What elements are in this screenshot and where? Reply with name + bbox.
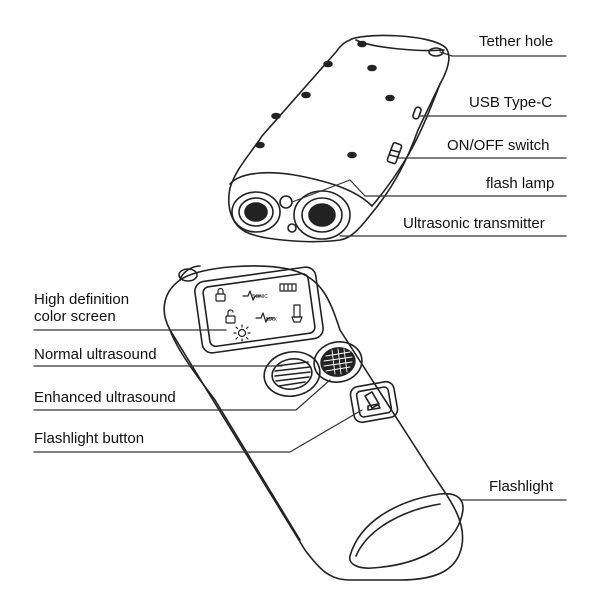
enhanced-ultrasound-speaker [313, 341, 363, 383]
top-device-side-edge [371, 83, 441, 207]
label-usb-type-c: USB Type-C [469, 94, 553, 111]
screen-bezel [194, 266, 324, 354]
label-flashlight: Flashlight [489, 478, 554, 495]
label-ultrasonic-transmitter: Ultrasonic transmitter [403, 215, 545, 232]
label-hd-screen-line1: High definition [34, 291, 130, 308]
label-hd-screen-line2: color screen [34, 308, 116, 325]
flash-lamp-shape [279, 195, 293, 209]
top-device [228, 34, 450, 243]
transducer-right [293, 190, 351, 240]
screen-display [202, 272, 316, 348]
label-normal-ultrasound: Normal ultrasound [34, 346, 157, 363]
flashlight-button-shape [349, 380, 399, 424]
top-device-body [228, 34, 450, 243]
screen-tag-sonic: SONIC [252, 294, 268, 300]
label-tether-hole: Tether hole [479, 33, 554, 50]
switch-shape [386, 141, 403, 165]
flashlight-lens [348, 492, 464, 569]
screen-tag-max: MAX [266, 317, 277, 323]
top-device-front-rim [229, 171, 373, 207]
bottom-device-body [163, 265, 464, 581]
usb-port-shape [412, 106, 422, 120]
label-flashlight-button: Flashlight button [34, 430, 145, 447]
leader-lines [33, 51, 567, 501]
label-flash-lamp: flash lamp [486, 175, 555, 192]
tether-hole-shape [428, 47, 444, 57]
label-enhanced-ultrasound: Enhanced ultrasound [34, 389, 176, 406]
bottom-device [163, 265, 464, 581]
normal-ultrasound-speaker [263, 350, 321, 398]
label-on-off-switch: ON/OFF switch [447, 137, 550, 154]
transducer-left [231, 191, 281, 233]
screen-icons [215, 283, 303, 342]
